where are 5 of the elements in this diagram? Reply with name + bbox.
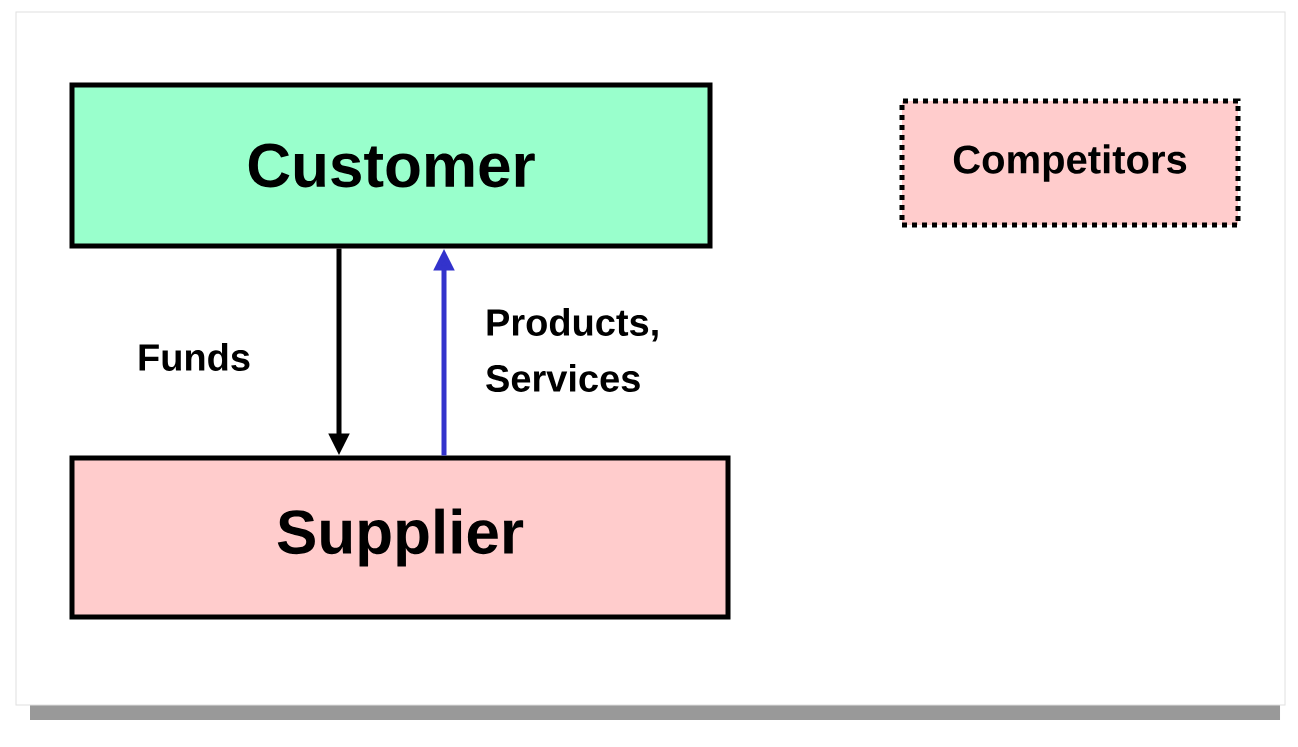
edge-label: Products, Services xyxy=(486,308,658,392)
box: Supplier xyxy=(69,455,731,620)
box: Competitors xyxy=(899,98,1241,228)
edge-label: Funds xyxy=(139,343,250,371)
box: Customer xyxy=(69,82,713,249)
